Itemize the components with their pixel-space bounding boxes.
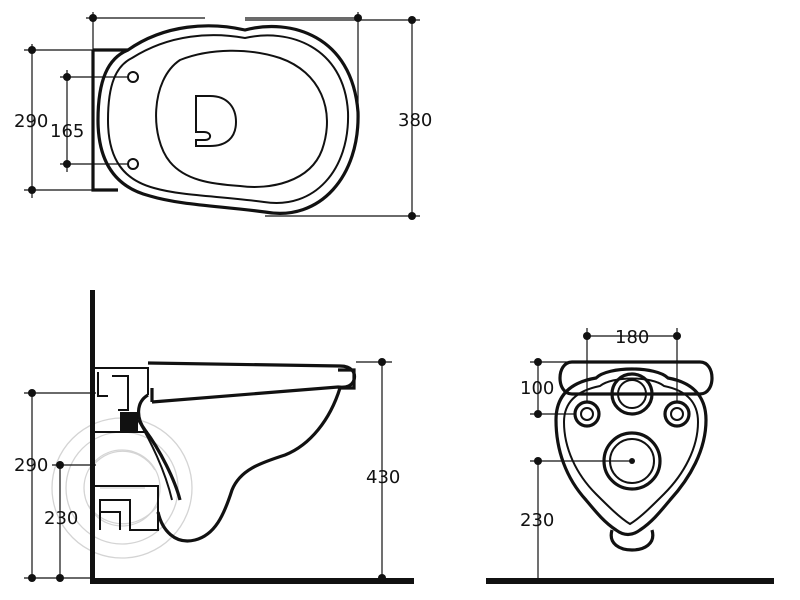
top-view-bolt-arrow-bottom (63, 160, 71, 168)
rear-view-bolt-hole-left-inner (580, 407, 594, 421)
rear-view-inlet-outer (610, 372, 654, 416)
top-view-inner-bowl (155, 49, 328, 188)
side-view-trap (137, 419, 173, 501)
side-view-lower-label: 230 (44, 508, 78, 529)
side-view-upper-arrow-top (28, 389, 36, 397)
top-view-top-arrow-right (354, 14, 362, 22)
side-view-frame (95, 485, 159, 531)
side-view-height-arrow-bottom (378, 574, 386, 582)
top-view-top-arrow-left (89, 14, 97, 22)
top-view-rim (106, 34, 350, 205)
top-view-mount-label: 290 (14, 111, 48, 132)
top-view-mount-arrow-bottom (28, 186, 36, 194)
top-view-bolt-label: 165 (50, 121, 84, 142)
side-view-bowl (137, 387, 342, 543)
rear-view-outlet-label: 230 (520, 510, 554, 531)
top-view-mount-hole-lower (127, 158, 139, 170)
rear-view-vert-label: 100 (520, 378, 554, 399)
top-view-mount-arrow-top (28, 46, 36, 54)
side-view-seat (147, 361, 357, 404)
top-view-bolt-arrow-top (63, 73, 71, 81)
top-view-width-arrow-bottom (408, 212, 416, 220)
side-view-upper-label: 290 (14, 455, 48, 476)
top-view-width-arrow-top (408, 16, 416, 24)
rear-view-outlet-arrow-top (534, 457, 542, 465)
rear-view-inlet-inner (617, 379, 647, 409)
top-view-width-label: 380 (398, 110, 432, 131)
rear-view-vert-arrow-bottom (534, 410, 542, 418)
side-view-floor (90, 578, 414, 584)
top-view-mount-hole-upper (127, 71, 139, 83)
rear-view-vert-arrow-top (534, 358, 542, 366)
side-view-upper-arrow-bottom (28, 574, 36, 582)
rear-view-bolt-arrow-right (673, 332, 681, 340)
rear-view: 180 100 230 (486, 327, 774, 584)
rear-view-bolt-hole-right (663, 400, 691, 428)
side-view: 430 290 230 (14, 290, 414, 584)
side-view-lower-arrow-top (56, 461, 64, 469)
side-view-height-label: 430 (366, 467, 400, 488)
rear-view-floor (486, 578, 774, 584)
rear-view-body-outline (554, 367, 708, 537)
rear-view-foot (609, 529, 655, 552)
side-view-wall (90, 290, 95, 582)
top-view: 380 290 165 (14, 12, 432, 220)
rear-view-bolt-label: 180 (615, 327, 649, 348)
side-view-seat-hinge (338, 368, 356, 390)
top-view-bowl-outline (96, 24, 360, 215)
rear-view-bolt-hole-right-inner (670, 407, 684, 421)
side-view-height-arrow-top (378, 358, 386, 366)
side-view-lower-arrow-bottom (56, 574, 64, 582)
top-view-drain-opening (195, 95, 238, 147)
rear-view-bolt-arrow-left (583, 332, 591, 340)
rear-view-body-inner (562, 377, 700, 526)
rear-view-bolt-hole-left (573, 400, 601, 428)
side-view-seal-block (120, 412, 138, 432)
